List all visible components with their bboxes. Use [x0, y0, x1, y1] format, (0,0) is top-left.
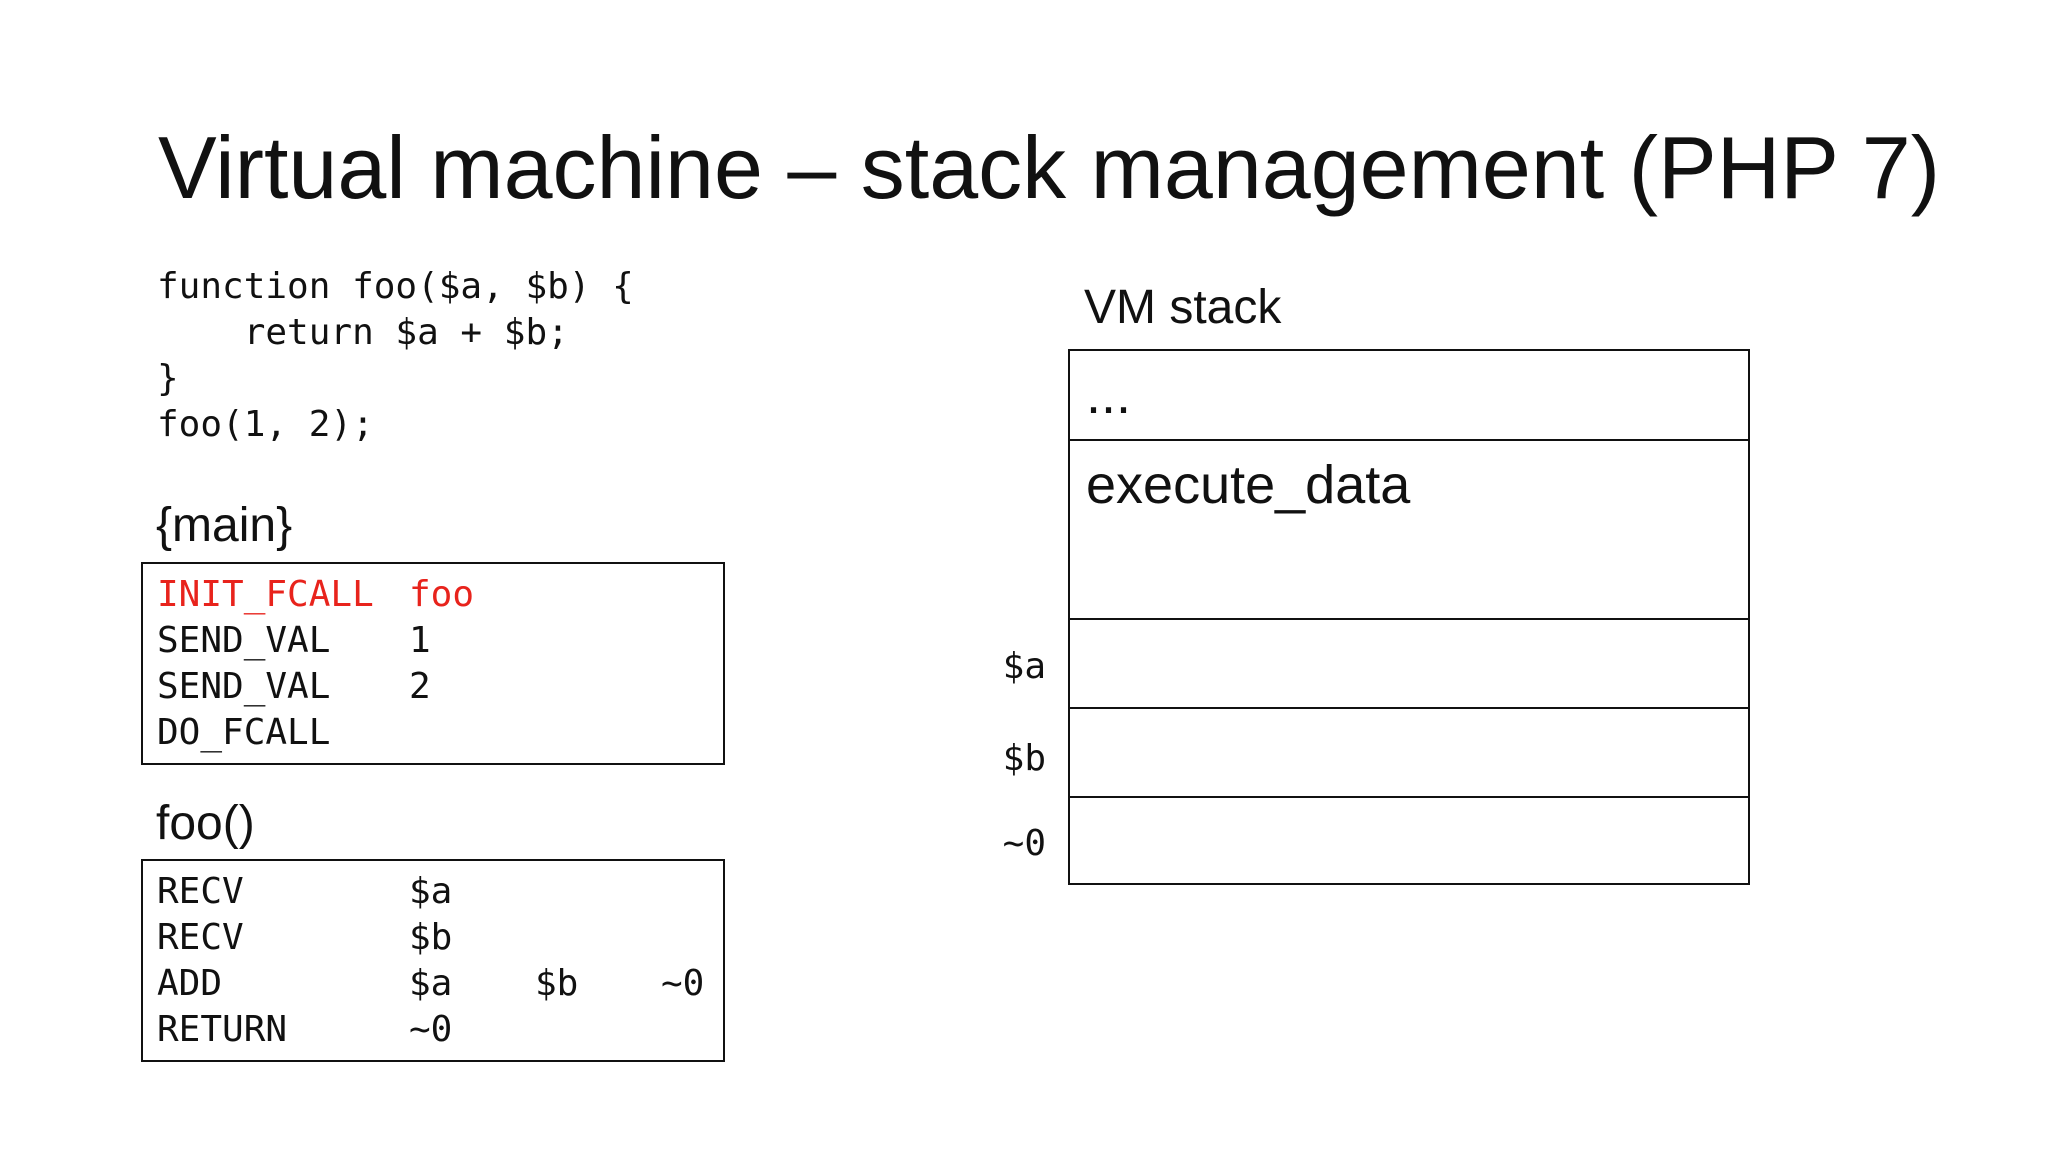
- opcode-operand: $b: [535, 963, 579, 1004]
- stack-slot-side-label: $a: [1002, 646, 1046, 687]
- opcode-row: SEND_VAL 1: [143, 618, 723, 664]
- opcode-result: ~0: [661, 963, 705, 1004]
- opcode-operand: ~0: [409, 1009, 453, 1050]
- slide-title: Virtual machine – stack management (PHP …: [158, 118, 1941, 217]
- vm-stack: ... execute_data: [1068, 349, 1750, 885]
- opcode-operand: 2: [409, 666, 431, 707]
- stack-slot-side-label: $b: [1002, 738, 1046, 779]
- foo-opcode-box: RECV $a RECV $b ADD $a $b ~0 RETURN ~0: [141, 859, 725, 1062]
- code-line: foo(1, 2);: [157, 404, 374, 445]
- vm-stack-heading: VM stack: [1084, 281, 1282, 334]
- opcode-name: RECV: [157, 871, 244, 912]
- stack-slot-label: ...: [1086, 365, 1132, 425]
- opcode-name: SEND_VAL: [157, 620, 331, 661]
- opcode-operand: $a: [409, 963, 453, 1004]
- opcode-name: INIT_FCALL: [157, 574, 374, 615]
- source-code-block: function foo($a, $b) { return $a + $b;} f…: [157, 264, 634, 448]
- main-opcode-box: INIT_FCALL foo SEND_VAL 1 SEND_VAL 2 DO_…: [141, 562, 725, 765]
- stack-slot: [1070, 796, 1748, 883]
- opcode-row: RETURN ~0: [143, 1007, 723, 1053]
- opcode-name: RETURN: [157, 1009, 288, 1050]
- opcode-name: SEND_VAL: [157, 666, 331, 707]
- opcode-operand: foo: [409, 574, 475, 615]
- opcode-row: RECV $b: [143, 915, 723, 961]
- stack-slot: [1070, 618, 1748, 707]
- stack-slot: [1070, 707, 1748, 796]
- opcode-row: SEND_VAL 2: [143, 664, 723, 710]
- stack-slot-side-label: ~0: [1002, 823, 1046, 864]
- opcode-name: DO_FCALL: [157, 712, 331, 753]
- foo-block-heading: foo(): [156, 797, 255, 850]
- opcode-name: RECV: [157, 917, 244, 958]
- code-line: }: [157, 358, 179, 399]
- stack-slot: ...: [1070, 351, 1748, 439]
- opcode-operand: $a: [409, 871, 453, 912]
- code-line: function foo($a, $b) {: [157, 266, 634, 307]
- opcode-row: RECV $a: [143, 869, 723, 915]
- opcode-operand: 1: [409, 620, 431, 661]
- opcode-name: ADD: [157, 963, 223, 1004]
- code-line: return $a + $b;: [157, 312, 569, 353]
- main-block-heading: {main}: [156, 499, 293, 552]
- opcode-row: ADD $a $b ~0: [143, 961, 723, 1007]
- opcode-row: INIT_FCALL foo: [143, 572, 723, 618]
- stack-slot: execute_data: [1070, 439, 1748, 618]
- opcode-row: DO_FCALL: [143, 710, 723, 756]
- opcode-operand: $b: [409, 917, 453, 958]
- stack-slot-label: execute_data: [1086, 455, 1411, 515]
